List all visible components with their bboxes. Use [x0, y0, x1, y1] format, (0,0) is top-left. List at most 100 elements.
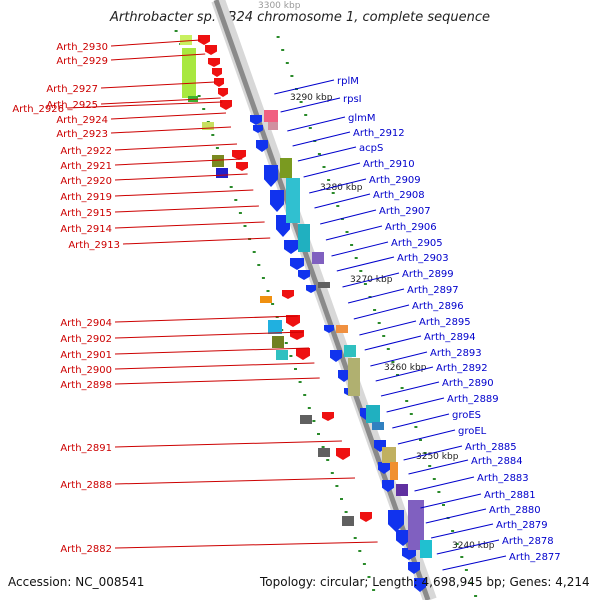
right-gene-label: Arth_2878 — [502, 536, 554, 547]
gene-block — [202, 122, 214, 130]
topology-label: Topology: circular; Length: 4,698,945 bp… — [260, 575, 590, 589]
right-gene-label: Arth_2881 — [484, 490, 536, 501]
right-gene-label: Arth_2905 — [391, 238, 443, 249]
tick-mark — [359, 270, 363, 272]
right-gene-labels: rplMrpsIglmMArth_2912acpSArth_2910Arth_2… — [337, 76, 561, 563]
leader-line — [114, 173, 248, 181]
left-gene-label: Arth_2882 — [60, 544, 112, 555]
map-title: Arthrobacter sp. FB24 chromosome 1, comp… — [109, 10, 491, 25]
tick-mark — [281, 49, 285, 51]
tick-mark — [252, 251, 256, 253]
tick-mark — [345, 231, 349, 233]
left-gene-label: Arth_2904 — [60, 318, 112, 329]
tick-mark — [298, 381, 302, 383]
accession-label: Accession: NC_008541 — [8, 575, 145, 589]
gene-arrow — [298, 270, 310, 280]
left-gene-label: Arth_2919 — [60, 192, 112, 203]
left-gene-label: Arth_2901 — [60, 350, 112, 361]
right-gene-label: Arth_2909 — [369, 175, 421, 186]
tick-mark — [215, 147, 219, 149]
gene-arrow — [360, 512, 372, 522]
tick-mark — [299, 101, 303, 103]
gene-features — [180, 35, 432, 592]
leader-line — [114, 331, 304, 339]
gene-arrow — [232, 150, 246, 160]
right-gene-label: Arth_2895 — [419, 317, 471, 328]
tick-mark — [464, 569, 468, 571]
tick-mark — [391, 361, 395, 363]
gene-arrow — [290, 258, 304, 270]
gene-arrow — [290, 330, 304, 340]
tick-mark — [405, 400, 409, 402]
leader-line — [380, 381, 440, 397]
tick-mark — [271, 303, 275, 305]
chromosome-backbone — [211, 0, 437, 600]
leader-line — [114, 205, 259, 213]
tick-mark — [294, 368, 297, 370]
right-gene-label: Arth_2879 — [496, 520, 548, 531]
gene-block — [420, 540, 432, 558]
gene-arrow — [205, 45, 217, 55]
leader-line — [436, 539, 500, 555]
tick-mark — [358, 550, 362, 552]
gene-arrow — [250, 115, 262, 125]
leader-line — [303, 162, 361, 178]
leader-line — [353, 304, 410, 320]
right-gene-label: Arth_2907 — [379, 206, 431, 217]
tick-mark — [382, 335, 386, 337]
leader-line — [392, 413, 450, 429]
tick-mark — [340, 218, 344, 220]
leader-line — [274, 79, 335, 95]
right-gene-label: Arth_2892 — [436, 363, 488, 374]
leader-line — [287, 116, 346, 132]
leader-line — [370, 351, 428, 367]
gene-arrow — [212, 68, 222, 77]
tick-mark — [289, 355, 293, 357]
gene-block — [182, 48, 196, 98]
leader-line — [114, 143, 238, 151]
leader-line — [408, 459, 469, 475]
tick-mark — [303, 394, 307, 396]
right-gene-label: Arth_2885 — [465, 442, 517, 453]
tick-mark — [197, 95, 201, 97]
gene-block — [396, 484, 408, 496]
gene-block — [344, 345, 356, 357]
tick-mark — [243, 225, 247, 227]
leader-line — [309, 178, 367, 194]
leader-line — [114, 440, 342, 448]
leader-line — [414, 476, 475, 492]
kbp-marker: 3300 kbp — [258, 1, 301, 11]
tick-mark — [455, 543, 459, 545]
gene-block — [318, 448, 330, 457]
gene-arrow — [218, 88, 228, 97]
tick-mark — [396, 374, 399, 376]
leader-line — [359, 320, 417, 336]
left-gene-label: Arth_2926 — [12, 104, 64, 115]
leader-line — [320, 209, 377, 225]
right-gene-label: Arth_2910 — [363, 159, 415, 170]
gene-arrow — [414, 578, 426, 592]
tick-mark — [276, 36, 280, 38]
gene-arrow — [306, 285, 316, 293]
tick-mark — [367, 576, 371, 578]
leader-line — [403, 445, 463, 461]
right-gene-label: Arth_2899 — [402, 269, 454, 280]
left-gene-label: Arth_2900 — [60, 365, 112, 376]
tick-mark — [229, 186, 233, 188]
kbp-marker: 3250 kbp — [416, 452, 459, 462]
leader-line — [114, 189, 254, 197]
left-gene-label: Arth_2925 — [46, 100, 98, 111]
leader-line — [325, 225, 383, 241]
gene-block — [300, 415, 312, 424]
left-gene-label: Arth_2924 — [56, 115, 108, 126]
tick-mark — [419, 439, 422, 441]
leader-line — [292, 131, 351, 147]
leader-line — [425, 508, 487, 524]
leader-line — [122, 237, 271, 245]
gene-arrow — [336, 448, 350, 460]
leader-line — [114, 221, 265, 229]
right-gene-label: Arth_2883 — [477, 473, 529, 484]
tick-mark — [234, 199, 238, 201]
tick-mark — [344, 511, 348, 513]
gene-block — [268, 320, 282, 334]
